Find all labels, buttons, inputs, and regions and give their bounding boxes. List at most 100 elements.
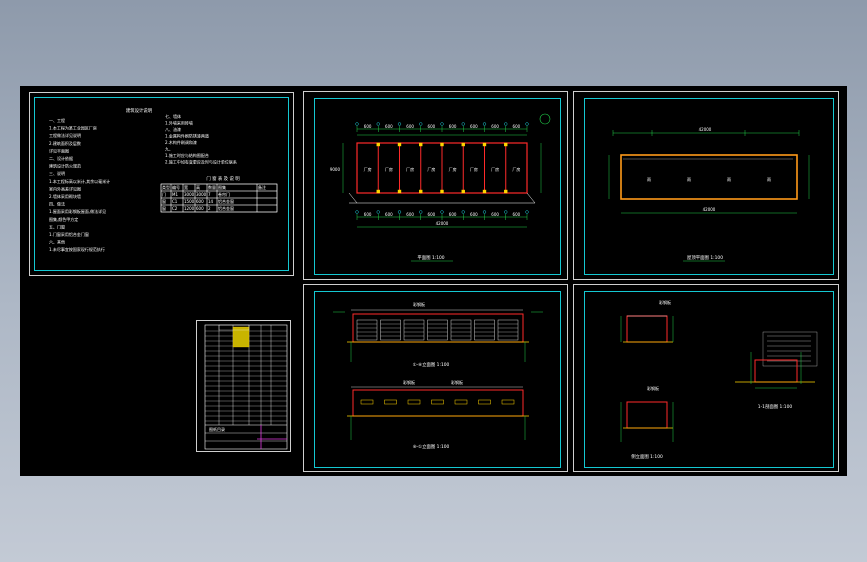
notes-left-line: 图集,颜色甲方定: [49, 216, 78, 222]
plan-apron-edge: [348, 192, 358, 204]
plan-column: [504, 189, 508, 194]
plan-column: [397, 142, 402, 147]
plan-bottom-dim-axis-bubble: [504, 210, 508, 214]
plan-bottom-dim-axis-bubble: [525, 210, 529, 214]
window-table-value: 14: [208, 199, 214, 204]
window-table-cell: [256, 197, 278, 206]
plan-column: [482, 189, 487, 194]
notes-left-line: 六、其他: [49, 239, 65, 245]
window-table-value: 600: [196, 206, 204, 211]
side1-tag: 彩钢板: [659, 299, 671, 305]
plan-top-dim-axis-bubble: [376, 122, 380, 126]
notes-left-line: 1.未尽事宜按国家现行规范执行: [49, 246, 105, 252]
elev2-window: [431, 399, 444, 405]
titleblock-header: [218, 324, 250, 331]
window-table-value: 1500: [184, 199, 195, 204]
window-table-value: 门: [162, 191, 166, 197]
window-table-value: M1: [172, 192, 178, 197]
elev1-roller-door: [450, 319, 472, 341]
elev1-roller-door: [403, 319, 425, 341]
plan-room-label: 厂房: [470, 166, 478, 172]
notes-left-line: 工程做法详见说明: [49, 132, 81, 138]
window-table-value: 3000: [184, 192, 195, 197]
plan-bottom-dim-value: 600: [513, 212, 521, 217]
plan-bottom-dim-value: 600: [449, 212, 457, 217]
plan-room-label: 厂房: [449, 166, 457, 172]
plan-top-dim-axis-bubble: [440, 122, 444, 126]
plan-top-dim-axis-bubble: [419, 122, 423, 126]
notes-left-line: 1.屋面采用彩钢板屋面,做法详见: [49, 208, 106, 214]
plan-room-label: 厂房: [427, 166, 435, 172]
notes-left-line: 1.门窗采用铝合金门窗: [49, 231, 89, 237]
notes-left-line: 二、设计依据: [49, 155, 73, 161]
roof-bottom-value: 42000: [703, 207, 716, 212]
plan-bottom-dim-value: 600: [406, 212, 414, 217]
elev1-roller-door: [474, 319, 495, 341]
plan-top-dim-value: 600: [406, 124, 414, 129]
elev2-window: [454, 399, 468, 405]
plan-top-dim-value: 600: [449, 124, 457, 129]
notes-right-line: 2.木构件刷调和漆: [165, 139, 197, 145]
roof-outline: [620, 154, 798, 200]
elev2-tag: 彩钢板: [403, 379, 415, 385]
elev2-tag: 彩钢板: [451, 379, 463, 385]
plan-top-dim-axis-bubble: [397, 122, 402, 126]
plan-room-label: 厂房: [491, 166, 499, 172]
window-table-value: 高: [196, 184, 200, 190]
window-table-value: 图集: [218, 184, 226, 190]
north-arrow-icon: [539, 113, 551, 125]
section-caption: 1-1剖面图 1:100: [758, 403, 793, 410]
roof-plan-drawing: 42000雨雨雨雨42000屋顶平面图 1:100: [608, 127, 810, 262]
notes-left-line: 1.本工程为某工业园区厂房: [49, 125, 97, 131]
roof-top-value: 42000: [699, 127, 712, 132]
notes-left-line: 室内外高差详见图: [49, 185, 81, 191]
plan-top-dim-axis-bubble: [525, 122, 529, 126]
plan-depth-value: 9000: [330, 167, 341, 172]
elev2-outline: [352, 389, 524, 417]
plan-room-label: 厂房: [406, 166, 414, 172]
window-table-title: 门 窗 表 及 说 明: [206, 175, 240, 182]
plan-bottom-dim-axis-bubble: [376, 210, 380, 214]
notes-right-line: 九、: [165, 146, 173, 152]
plan-column: [419, 189, 423, 194]
plan-column: [461, 189, 465, 194]
elev1-roller-door: [380, 319, 401, 341]
plan-top-dim-axis-bubble: [482, 122, 487, 126]
elevations-drawing: 彩钢板①-⑧立面图 1:100彩钢板彩钢板⑧-①立面图 1:100: [333, 301, 543, 450]
plan-column: [504, 142, 508, 147]
sheet-title-block: 图纸目录: [196, 320, 291, 452]
elev1-tag: 彩钢板: [413, 301, 425, 307]
window-table-value: 卷帘门: [218, 191, 230, 197]
plan-bottom-dim-value: 600: [364, 212, 372, 217]
window-table-value: 600: [196, 199, 204, 204]
window-table-value: 铝合金窗: [218, 205, 234, 211]
title-block-table: 图纸目录: [204, 324, 288, 450]
elev2-window: [501, 399, 515, 405]
window-table-value: 窗: [162, 198, 166, 204]
side1-outline: [626, 315, 668, 343]
plan-bottom-dim-axis-bubble: [419, 210, 423, 214]
plan-column: [440, 189, 444, 194]
titleblock-highlight: [232, 326, 250, 348]
plan-total-value: 42000: [436, 221, 449, 226]
plan-bottom-dim-axis-bubble: [482, 210, 487, 214]
plan-column: [440, 142, 444, 147]
elev2-window: [478, 399, 491, 405]
plan-top-dim-value: 600: [428, 124, 436, 129]
window-table-value: 备注: [258, 184, 266, 190]
roof-drain-label: 雨: [647, 177, 651, 182]
notes-left-line: 详见平面图: [49, 147, 69, 153]
notes-left-line: 三、说明: [49, 170, 65, 176]
plan-top-dim-value: 600: [470, 124, 478, 129]
elev2-caption: ⑧-①立面图 1:100: [413, 443, 450, 450]
roof-drain-label: 雨: [687, 177, 691, 182]
plan-column: [482, 142, 487, 147]
plan-bottom-dim-value: 600: [428, 212, 436, 217]
